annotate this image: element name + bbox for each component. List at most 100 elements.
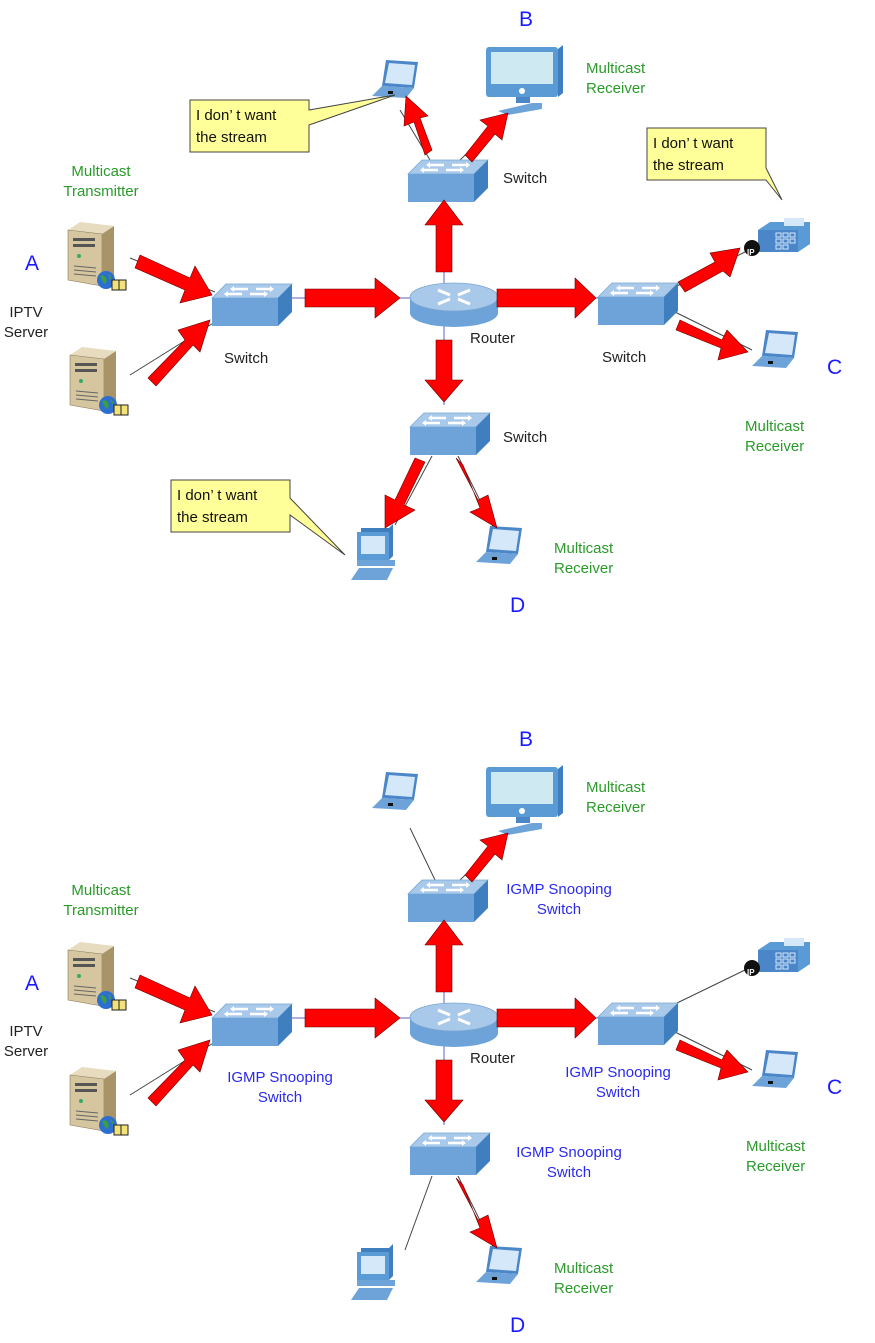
laptop-c-icon	[752, 1050, 798, 1088]
switch-top-icon	[406, 158, 490, 204]
iptv-server-1-icon	[67, 221, 127, 291]
transmitter-label-2: Transmitter	[63, 902, 138, 919]
bubble-b-line2: the stream	[196, 129, 267, 146]
node-c-label: C	[827, 356, 842, 379]
node-b-label: B	[519, 8, 533, 31]
igmp-switch-bottom-label-2: Switch	[547, 1164, 591, 1181]
igmp-switch-top-icon	[406, 878, 490, 924]
imac-b-icon	[486, 45, 563, 115]
transmitter-label-1: Multicast	[71, 882, 131, 899]
bubble-b: I don’ t want the stream	[189, 94, 396, 153]
igmp-switch-right-label-2: Switch	[596, 1084, 640, 1101]
arrow-router-switchtop	[424, 199, 464, 273]
laptop-d-icon	[476, 1246, 522, 1284]
router-label: Router	[470, 330, 515, 347]
ip-badge: IP	[747, 968, 755, 977]
laptop-c-icon	[752, 330, 798, 368]
igmp-switch-left-icon	[210, 1002, 294, 1048]
iptv-label-2: Server	[4, 1043, 48, 1060]
bottom-arrows	[134, 832, 749, 1249]
node-c-label: C	[827, 1076, 842, 1099]
arrow-router-switchbottom	[424, 1059, 464, 1123]
transmitter-label-2: Transmitter	[63, 183, 138, 200]
arrow-switch-router	[304, 277, 401, 319]
arrow-router-switchtop	[424, 919, 464, 993]
bubble-b-line1: I don’ t want	[196, 107, 277, 124]
transmitter-label-1: Multicast	[71, 163, 131, 180]
arrow-switchright-phone	[677, 247, 741, 293]
switch-bottom-icon	[408, 411, 492, 457]
arrow-switchtop-imac	[464, 112, 509, 163]
arrow-switchtop-imac	[464, 832, 509, 883]
igmp-switch-top-label-2: Switch	[537, 901, 581, 918]
igmp-switch-right-label-1: IGMP Snooping	[565, 1064, 671, 1081]
iptv-label-1: IPTV	[9, 304, 42, 321]
bubble-d: I don’ t want the stream	[170, 479, 346, 556]
arrow-switchbottom-laptop	[455, 457, 498, 529]
bubble-c-line1: I don’ t want	[653, 135, 734, 152]
bubble-d-line2: the stream	[177, 509, 248, 526]
bottom-diagram: IP A B C D Multicast Transmitter IPTV Se…	[4, 728, 842, 1337]
recv-c-label-1: Multicast	[746, 1138, 806, 1155]
arrow-router-switchright	[496, 277, 597, 319]
recv-b-label-2: Receiver	[586, 80, 645, 97]
recv-b-label-1: Multicast	[586, 60, 646, 77]
iptv-server-1-icon	[67, 941, 127, 1011]
node-d-label: D	[510, 594, 525, 617]
recv-c-label-2: Receiver	[745, 438, 804, 455]
top-arrows	[134, 95, 749, 529]
router-icon	[408, 281, 500, 329]
node-b-label: B	[519, 728, 533, 751]
igmp-switch-bottom-label-1: IGMP Snooping	[516, 1144, 622, 1161]
laptop-b-icon	[372, 772, 418, 810]
laptop-b-icon	[372, 60, 418, 98]
switch-left-icon	[210, 282, 294, 328]
igmp-switch-left-label-2: Switch	[258, 1089, 302, 1106]
recv-b-label-2: Receiver	[586, 799, 645, 816]
node-a-label: A	[25, 252, 39, 275]
arrow-server1-switch	[134, 254, 213, 304]
arrow-switchtop-laptop	[403, 95, 433, 156]
bubble-d-line1: I don’ t want	[177, 487, 258, 504]
arrow-switchright-laptop	[675, 319, 749, 361]
igmp-switch-left-label-1: IGMP Snooping	[227, 1069, 333, 1086]
arrow-switchright-laptop	[675, 1039, 749, 1081]
recv-d-label-1: Multicast	[554, 540, 614, 557]
igmp-switch-bottom-icon	[408, 1131, 492, 1177]
bubble-c: I don’ t want the stream	[646, 127, 783, 201]
switch-left-label: Switch	[224, 350, 268, 367]
recv-d-label-2: Receiver	[554, 560, 613, 577]
arrow-switch-router	[304, 997, 401, 1039]
recv-b-label-1: Multicast	[586, 779, 646, 796]
arrow-switchbottom-laptop	[455, 1177, 498, 1249]
arrow-server2-switch	[147, 1039, 211, 1107]
switch-right-label: Switch	[602, 349, 646, 366]
arrow-router-switchright	[496, 997, 597, 1039]
recv-d-label-2: Receiver	[554, 1280, 613, 1297]
arrow-switchbottom-desktop	[384, 457, 426, 529]
igmp-switch-right-icon	[596, 1001, 680, 1047]
iptv-label-1: IPTV	[9, 1023, 42, 1040]
desktop-d-icon	[351, 1244, 395, 1300]
desktop-d-icon	[351, 524, 395, 580]
iptv-label-2: Server	[4, 324, 48, 341]
imac-b-icon	[486, 765, 563, 835]
arrow-router-switchbottom	[424, 339, 464, 403]
iptv-server-2-icon	[69, 346, 129, 416]
recv-c-label-2: Receiver	[746, 1158, 805, 1175]
igmp-switch-top-label-1: IGMP Snooping	[506, 881, 612, 898]
switch-right-icon	[596, 281, 680, 327]
recv-d-label-1: Multicast	[554, 1260, 614, 1277]
router-icon	[408, 1001, 500, 1049]
switch-top-label: Switch	[503, 170, 547, 187]
node-a-label: A	[25, 972, 39, 995]
top-diagram: IP I don’ t want the stream I do	[4, 8, 842, 617]
switch-bottom-label: Switch	[503, 429, 547, 446]
iptv-server-2-icon	[69, 1066, 129, 1136]
laptop-d-icon	[476, 526, 522, 564]
arrow-server1-switch	[134, 974, 213, 1024]
bubble-c-line2: the stream	[653, 157, 724, 174]
ip-badge: IP	[747, 248, 755, 257]
arrow-server2-switch	[147, 319, 211, 387]
node-d-label: D	[510, 1314, 525, 1337]
